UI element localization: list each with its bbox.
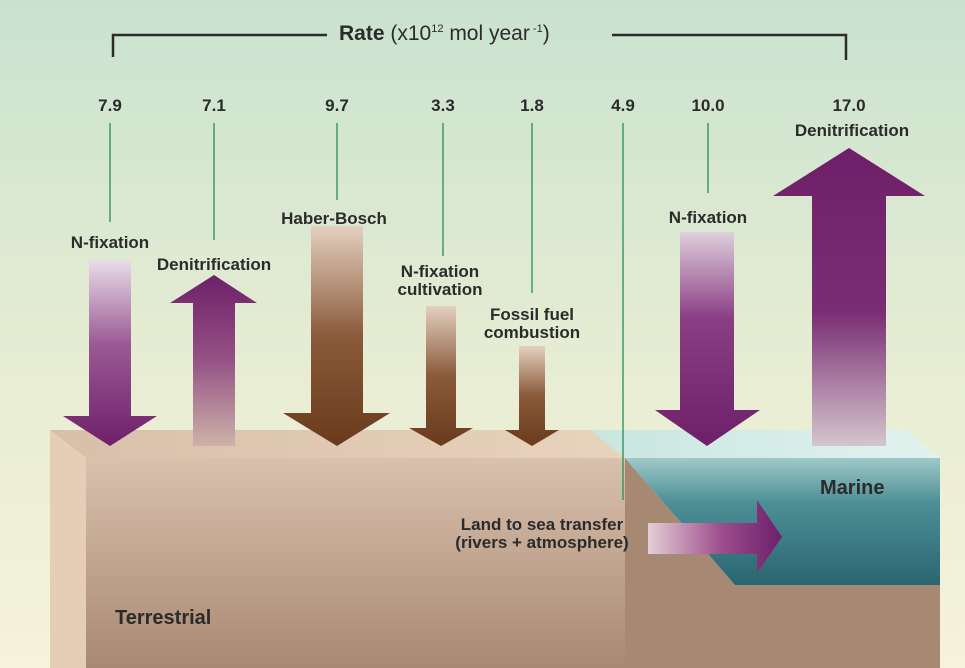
label-nfixation-cultivation-line2: cultivation bbox=[397, 279, 483, 299]
land-to-sea-arrow bbox=[648, 500, 782, 573]
label-terrestrial: Terrestrial bbox=[115, 607, 212, 629]
label-land-to-sea-line2: (rivers + atmosphere) bbox=[455, 532, 629, 552]
rate-title: Rate (x1012 mol year -1) bbox=[339, 22, 550, 46]
label-land-to-sea-line1: Land to sea transfer bbox=[460, 515, 624, 534]
label-nfixation-cultivation-line1: N-fixation bbox=[400, 262, 480, 281]
denitrification-terrestrial-arrow bbox=[170, 275, 257, 446]
ocean-top-surface bbox=[590, 430, 940, 458]
haber-bosch-arrow bbox=[283, 226, 390, 446]
denitrification-marine-arrow bbox=[773, 148, 925, 446]
nfixation-terrestrial-arrow bbox=[63, 260, 157, 446]
title-close: ) bbox=[542, 22, 550, 45]
label-marine: Marine bbox=[820, 477, 885, 499]
label-fossil-fuel: Fossil fuel combustion bbox=[484, 306, 580, 342]
land-front-face bbox=[86, 458, 625, 668]
land-lower-right bbox=[625, 458, 940, 668]
label-nfixation-cultivation: N-fixation cultivation bbox=[397, 263, 482, 299]
bracket-left bbox=[111, 33, 327, 57]
label-fossil-fuel-line1: Fossil fuel bbox=[489, 305, 575, 324]
title-exponent: 12 bbox=[431, 23, 444, 35]
rate-nfixation-marine: 10.0 bbox=[691, 96, 725, 115]
rate-haber-bosch: 9.7 bbox=[325, 96, 349, 115]
rate-fossil-fuel: 1.8 bbox=[520, 96, 544, 115]
label-nfixation-terrestrial: N-fixation bbox=[70, 233, 150, 252]
rate-denitrification-terrestrial: 7.1 bbox=[202, 96, 226, 115]
rate-nfixation-cultivation: 3.3 bbox=[431, 96, 455, 115]
rate-nfixation-terrestrial: 7.9 bbox=[98, 96, 122, 115]
title-exponent-year: -1 bbox=[529, 23, 543, 35]
title-rate-word: Rate bbox=[339, 22, 385, 45]
nfixation-marine-arrow bbox=[655, 232, 760, 446]
ocean-body bbox=[625, 458, 940, 585]
nfixation-cultivation-arrow bbox=[409, 306, 473, 446]
title-open: (x10 bbox=[390, 22, 432, 45]
label-fossil-fuel-line2: combustion bbox=[483, 322, 581, 342]
fossil-fuel-arrow bbox=[505, 346, 559, 446]
title-unit: mol year bbox=[443, 22, 530, 45]
label-haber-bosch: Haber-Bosch bbox=[281, 209, 387, 228]
label-denitrification-terrestrial: Denitrification bbox=[156, 255, 272, 274]
label-nfixation-marine: N-fixation bbox=[668, 208, 748, 227]
land-left-face bbox=[50, 430, 86, 668]
leader-lines bbox=[109, 123, 709, 500]
label-land-to-sea: Land to sea transfer (rivers + atmospher… bbox=[455, 516, 628, 552]
rate-land-to-sea: 4.9 bbox=[611, 96, 635, 115]
rate-denitrification-marine: 17.0 bbox=[832, 96, 866, 115]
label-denitrification-marine: Denitrification bbox=[794, 121, 910, 140]
bracket-right bbox=[612, 33, 848, 60]
